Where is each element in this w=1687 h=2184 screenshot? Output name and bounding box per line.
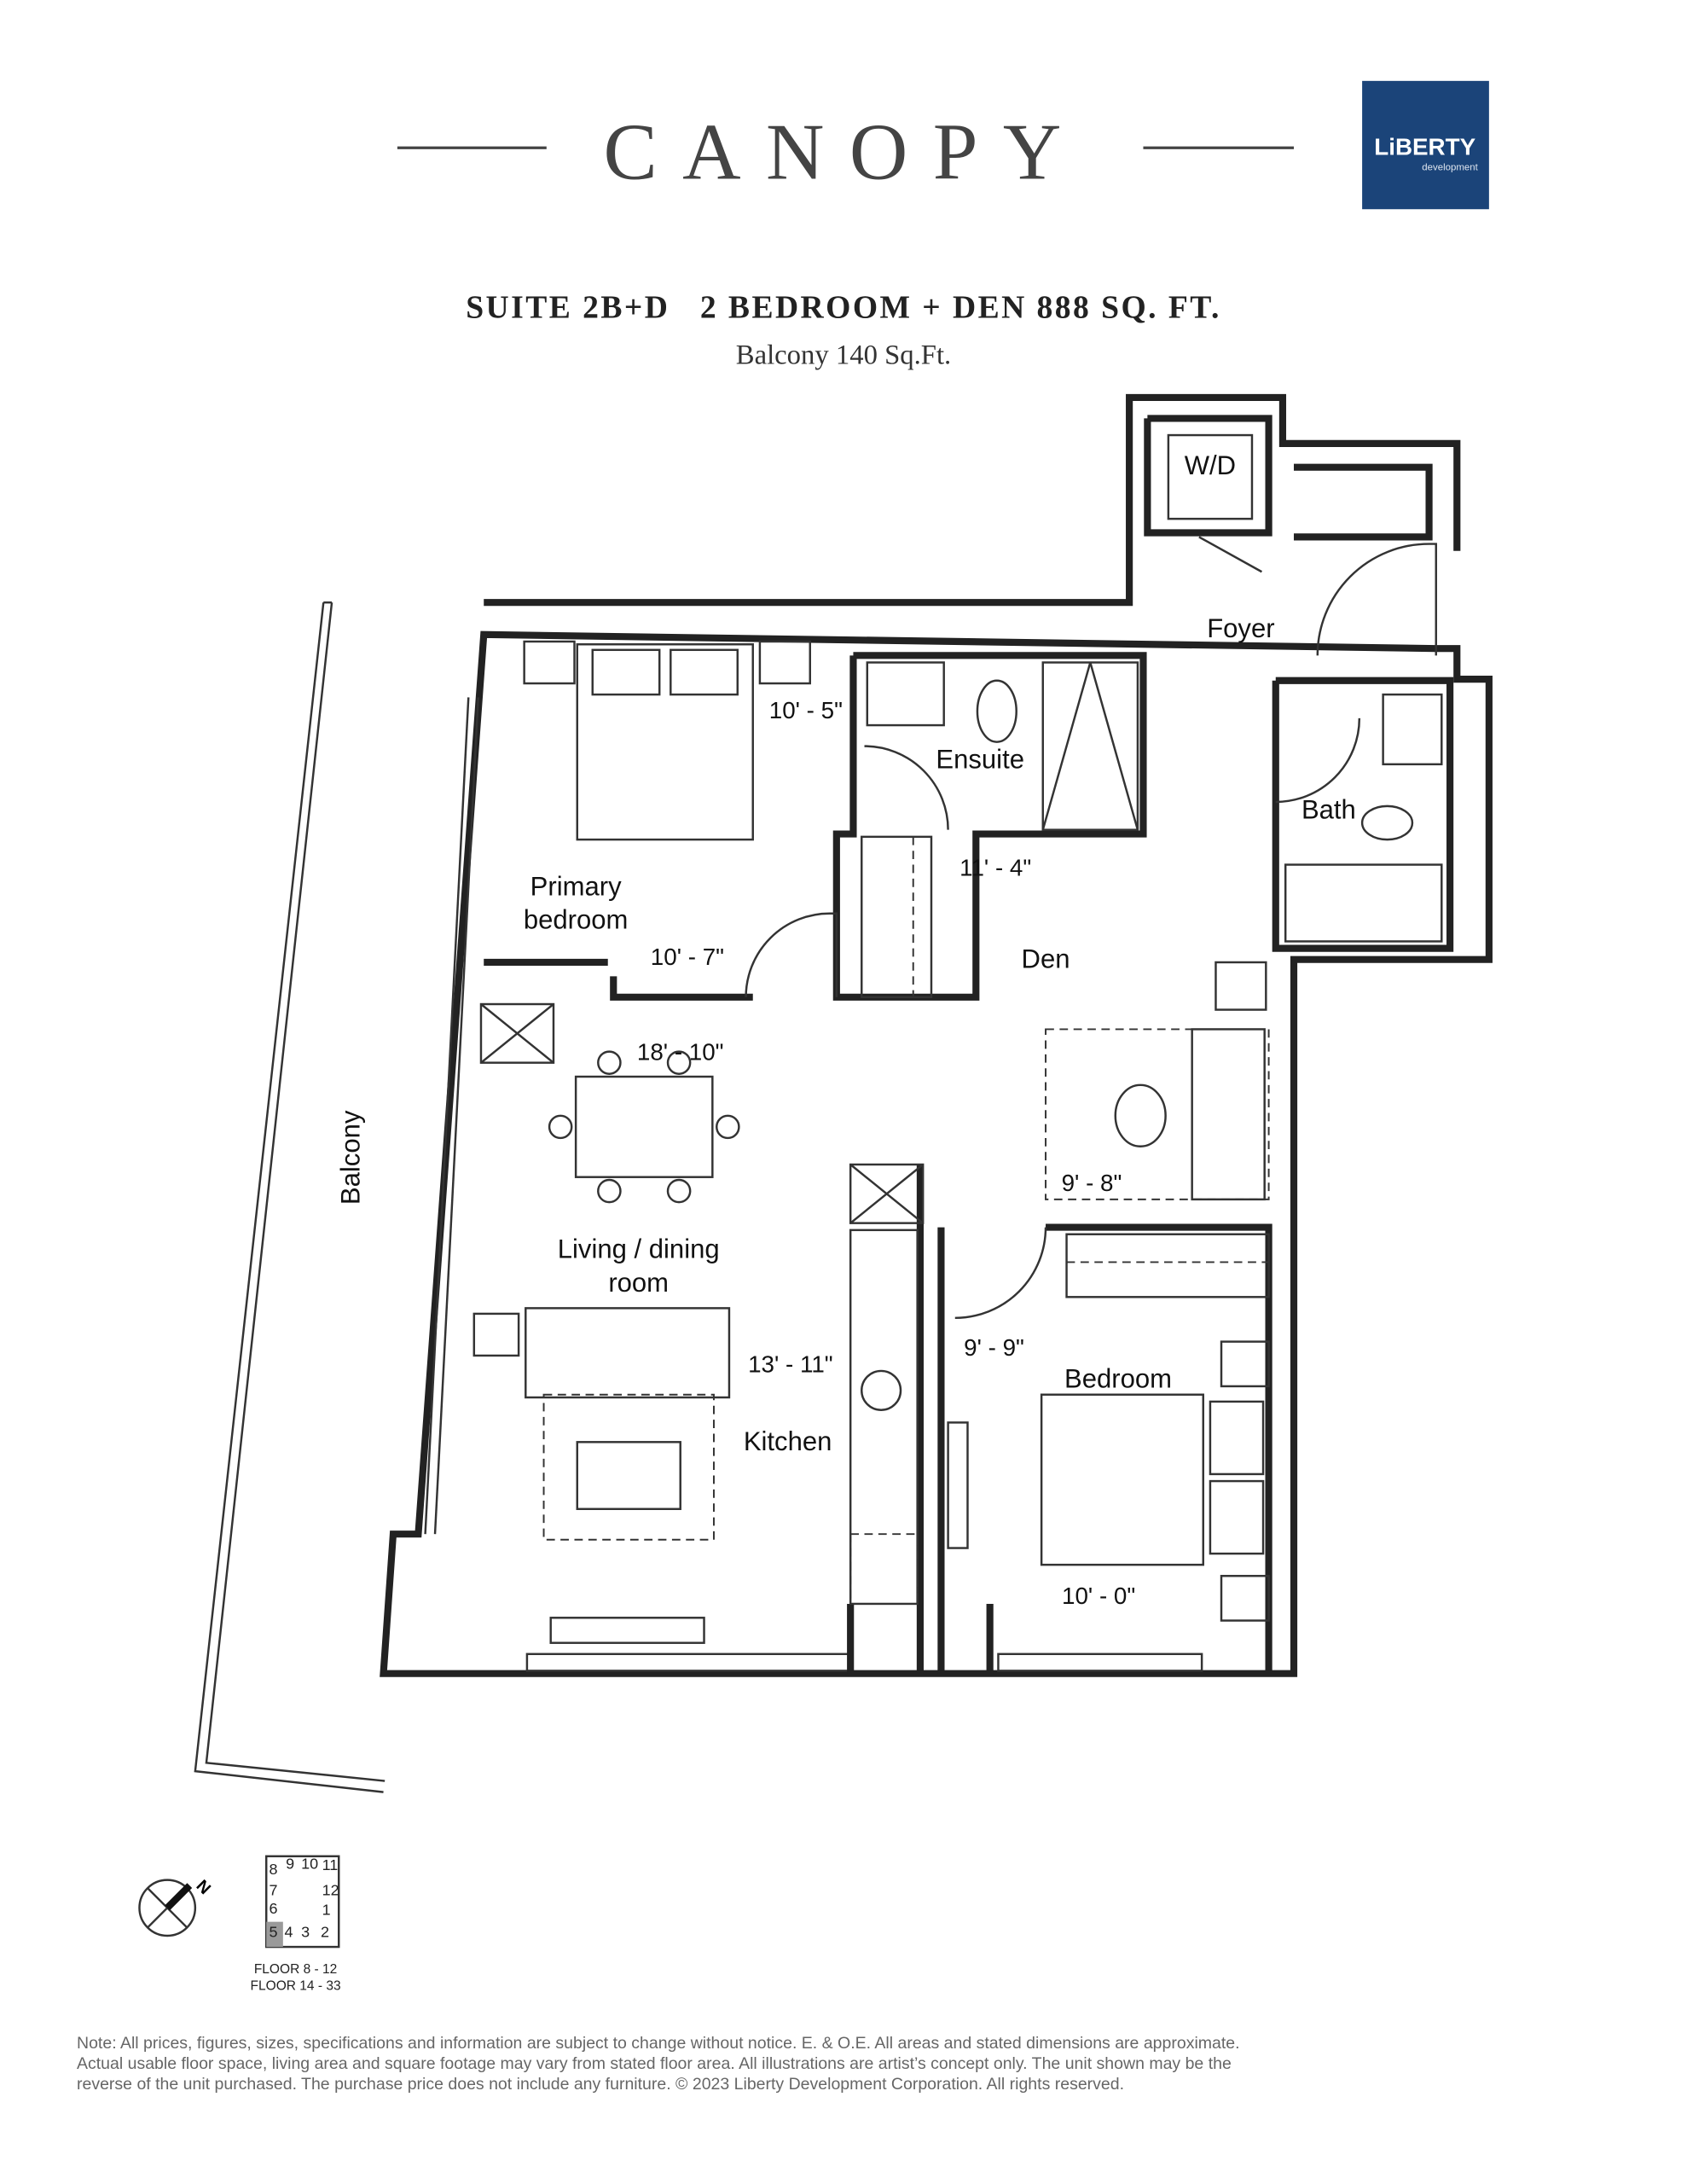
svg-text:9: 9 xyxy=(286,1856,294,1873)
svg-text:development: development xyxy=(1422,162,1478,172)
svg-text:N: N xyxy=(193,1876,215,1898)
dim-primary-width: 10' - 5" xyxy=(769,697,843,723)
stove xyxy=(861,1369,902,1411)
kitchen-counter xyxy=(849,1228,919,1606)
chair xyxy=(1114,1083,1167,1147)
coffee-table xyxy=(576,1441,681,1511)
exterior-walls xyxy=(380,393,1493,1677)
bedroom-bed xyxy=(1040,1393,1204,1566)
dim-primary-depth: 10' - 7" xyxy=(651,944,724,970)
room-label-bath: Bath xyxy=(1301,795,1356,825)
desk xyxy=(1191,1028,1266,1201)
dim-living-width: 13' - 11" xyxy=(748,1351,833,1378)
dim-living-length: 18' - 10" xyxy=(637,1038,724,1065)
window-living xyxy=(525,1653,852,1672)
svg-text:4: 4 xyxy=(284,1924,293,1941)
svg-text:LiBERTY: LiBERTY xyxy=(1374,133,1475,160)
dim-bedroom-depth: 9' - 9" xyxy=(964,1334,1024,1361)
suite-title: SUITE 2B+D 2 BEDROOM + DEN 888 SQ. FT. xyxy=(466,291,1221,326)
primary-bed xyxy=(576,643,754,841)
furniture: W/D xyxy=(472,433,1443,1644)
room-label-primary-1: Primary xyxy=(530,872,622,902)
bathtub xyxy=(1284,863,1443,943)
liberty-logo: LiBERTY development xyxy=(1362,80,1489,210)
room-label-kitchen: Kitchen xyxy=(744,1426,832,1456)
note-line: Note: All prices, figures, sizes, specif… xyxy=(77,2034,1240,2053)
key-plan: 8 9 10 11 7 12 6 1 5 4 3 2 FLOOR 8 - 12 … xyxy=(251,1856,341,1994)
balcony-outline xyxy=(194,601,386,1793)
room-label-bedroom: Bedroom xyxy=(1064,1364,1172,1394)
svg-text:1: 1 xyxy=(322,1901,331,1918)
room-label-ensuite: Ensuite xyxy=(936,745,1024,775)
room-label-foyer: Foyer xyxy=(1207,613,1274,643)
svg-text:8: 8 xyxy=(269,1861,277,1878)
window-left xyxy=(433,697,479,1535)
dim-bedroom-width: 10' - 0" xyxy=(1062,1583,1135,1609)
balcony-area: Balcony 140 Sq.Ft. xyxy=(736,340,951,371)
room-label-living-2: room xyxy=(608,1268,669,1298)
project-title: CANOPY xyxy=(603,107,1086,196)
dim-den: 11' - 4" xyxy=(959,855,1031,881)
svg-text:10: 10 xyxy=(301,1856,318,1873)
svg-text:11: 11 xyxy=(322,1856,339,1873)
window-left-inner xyxy=(424,697,470,1535)
note-line: reverse of the unit purchased. The purch… xyxy=(77,2075,1125,2094)
rug xyxy=(542,1393,715,1541)
closet xyxy=(1065,1233,1270,1298)
doors xyxy=(745,536,1437,1320)
note-line: Actual usable floor space, living area a… xyxy=(77,2054,1232,2073)
svg-text:5: 5 xyxy=(269,1924,277,1941)
den-desk-area xyxy=(1045,1028,1270,1200)
room-label-balcony: Balcony xyxy=(336,1110,366,1205)
svg-text:6: 6 xyxy=(269,1900,277,1917)
sofa xyxy=(525,1307,731,1399)
interior-walls xyxy=(484,415,1454,1674)
svg-text:FLOOR 14 - 33: FLOOR 14 - 33 xyxy=(251,1979,341,1994)
room-label-living-1: Living / dining xyxy=(558,1234,720,1264)
svg-text:7: 7 xyxy=(269,1882,277,1899)
key-plan-highlighted-unit xyxy=(266,1921,283,1948)
svg-text:FLOOR 8 - 12: FLOOR 8 - 12 xyxy=(254,1962,337,1977)
dining-table xyxy=(574,1075,714,1178)
room-label-den: Den xyxy=(1022,944,1070,974)
window-bedroom xyxy=(997,1653,1203,1672)
room-label-wd: W/D xyxy=(1185,450,1236,480)
dim-den-desk: 9' - 8" xyxy=(1062,1170,1122,1196)
svg-text:12: 12 xyxy=(322,1882,339,1899)
north-arrow-icon: N xyxy=(138,1876,215,1937)
tv-console xyxy=(549,1617,705,1644)
disclaimer-note: Note: All prices, figures, sizes, specif… xyxy=(77,2033,1612,2094)
svg-text:2: 2 xyxy=(321,1924,329,1941)
room-label-primary-2: bedroom xyxy=(524,905,629,935)
svg-text:3: 3 xyxy=(301,1924,310,1941)
